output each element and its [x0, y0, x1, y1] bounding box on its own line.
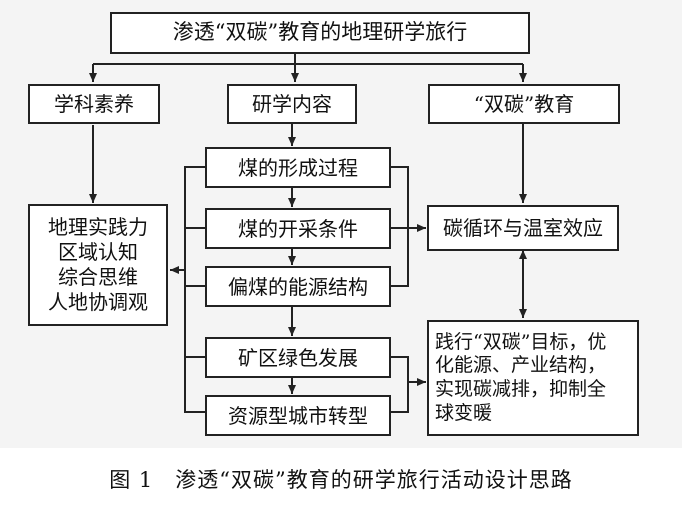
- literacy-item: 地理实践力: [48, 215, 148, 239]
- literacy-label: 学科素养: [54, 92, 134, 116]
- left-bracket: [184, 166, 205, 413]
- content-box: 研学内容: [227, 84, 357, 124]
- education-label: “双碳”教育: [473, 92, 575, 116]
- goal-line: 实现碳减排，抑制全: [435, 378, 607, 400]
- goal-line: 化能源、产业结构，: [435, 354, 607, 377]
- content-step-2: 煤的开采条件: [205, 208, 391, 249]
- literacy-items-box: 地理实践力 区域认知 综合思维 人地协调观: [28, 204, 168, 326]
- content-step-1: 煤的形成过程: [205, 147, 391, 188]
- literacy-box: 学科素养: [28, 84, 160, 124]
- title-box: 渗透“双碳”教育的地理研学旅行: [110, 12, 530, 54]
- right-bracket-upper: [391, 166, 409, 287]
- content-label: 研学内容: [252, 92, 332, 116]
- literacy-item: 区域认知: [58, 240, 138, 264]
- goal-line: 球变暖: [435, 401, 493, 424]
- connector-lines: [89, 54, 527, 413]
- literacy-item: 综合思维: [58, 265, 138, 289]
- literacy-item: 人地协调观: [48, 290, 148, 314]
- title-text: 渗透“双碳”教育的地理研学旅行: [172, 20, 468, 45]
- education-box: “双碳”教育: [428, 84, 620, 124]
- content-step-4: 矿区绿色发展: [205, 337, 391, 378]
- figure-caption: 图 1 渗透“双碳”教育的研学旅行活动设计思路: [109, 468, 573, 492]
- carbon-cycle-box: 碳循环与温室效应: [427, 205, 619, 251]
- content-step-3: 偏煤的能源结构: [205, 266, 391, 307]
- goal-line: 践行“双碳”目标，优: [435, 330, 607, 353]
- goal-box: 践行“双碳”目标，优 化能源、产业结构， 实现碳减排，抑制全 球变暖: [427, 320, 639, 436]
- right-bracket-lower: [391, 356, 409, 413]
- carbon-cycle-label: 碳循环与温室效应: [443, 216, 603, 240]
- content-step-5: 资源型城市转型: [205, 395, 391, 436]
